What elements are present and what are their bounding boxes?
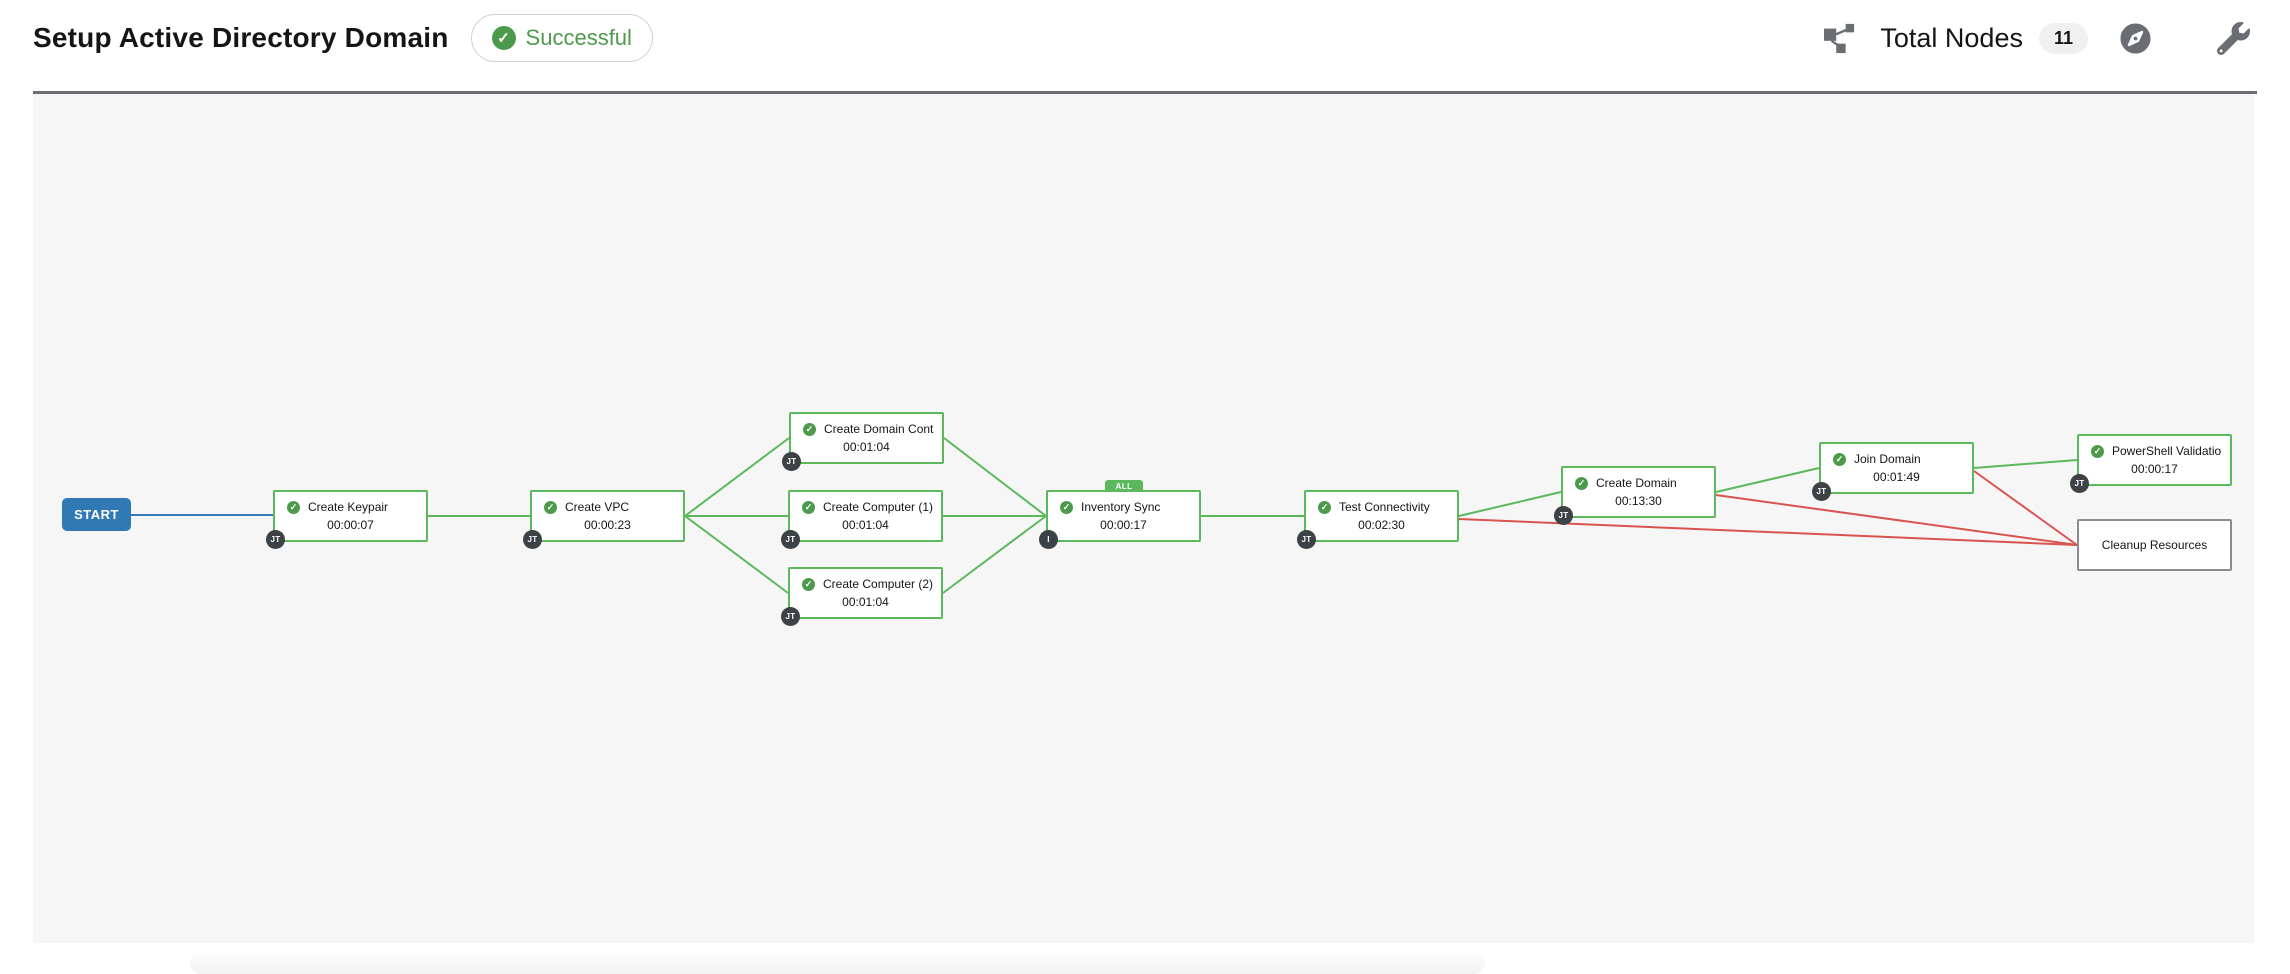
success-icon: ✓ xyxy=(2091,444,2104,458)
edge-vpc-computer2 xyxy=(684,515,789,594)
node-elapsed: 00:00:17 xyxy=(2131,462,2178,476)
node-elapsed: 00:02:30 xyxy=(1358,518,1405,532)
workflow-legend-icon[interactable] xyxy=(1824,22,1856,54)
node-test-connectivity[interactable]: ✓ Test Connectivity 00:02:30 JT xyxy=(1297,490,1459,549)
success-icon: ✓ xyxy=(803,422,816,436)
node-type-badge: I xyxy=(1039,530,1058,549)
edge-createdomain-joindomain xyxy=(1715,467,1820,493)
edge-vpc-domaincontroller xyxy=(684,437,790,517)
edge-testconnectivity-createdomain xyxy=(1458,491,1562,517)
node-elapsed: 00:13:30 xyxy=(1615,494,1662,508)
status-label: Successful xyxy=(525,25,632,50)
node-label: Create VPC xyxy=(565,500,630,514)
node-create-domain[interactable]: ✓ Create Domain 00:13:30 JT xyxy=(1554,466,1716,525)
convergence-label: ALL xyxy=(1105,480,1143,492)
node-elapsed: 00:01:04 xyxy=(842,595,889,609)
node-join-domain[interactable]: ✓ Join Domain 00:01:49 JT xyxy=(1812,442,1974,501)
node-create-domain-controller[interactable]: ✓ Create Domain Contr... 00:01:04 JT xyxy=(782,412,944,471)
node-elapsed: 00:00:23 xyxy=(584,518,631,532)
node-label: Test Connectivity xyxy=(1339,500,1430,514)
node-label: Cleanup Resources xyxy=(2101,538,2208,552)
success-icon: ✓ xyxy=(1575,476,1588,490)
edge-joindomain-powershellvalidation xyxy=(1973,459,2078,469)
node-create-vpc[interactable]: ✓ Create VPC 00:00:23 JT xyxy=(523,490,685,549)
node-label: PowerShell Validation xyxy=(2112,444,2222,458)
total-nodes-label: Total Nodes xyxy=(1880,22,2023,53)
success-icon: ✓ xyxy=(802,500,815,514)
node-elapsed: 00:01:04 xyxy=(843,440,890,454)
node-label: Create Computer (2) xyxy=(823,577,933,591)
status-badge: ✓ Successful xyxy=(470,14,653,62)
page-title: Setup Active Directory Domain xyxy=(33,22,449,53)
header: Setup Active Directory Domain ✓ Successf… xyxy=(33,8,2250,68)
node-type-badge: JT xyxy=(1554,506,1573,525)
success-icon: ✓ xyxy=(802,577,815,591)
node-type-badge: JT xyxy=(781,607,800,626)
total-nodes-count: 11 xyxy=(2038,22,2088,54)
start-node[interactable]: START xyxy=(62,498,131,531)
node-create-computer-2[interactable]: ✓ Create Computer (2) 00:01:04 JT xyxy=(781,567,943,626)
node-cleanup-resources[interactable]: Cleanup Resources xyxy=(2077,519,2232,571)
node-type-badge: JT xyxy=(2070,474,2089,493)
node-type-badge: JT xyxy=(781,530,800,549)
node-elapsed: 00:00:07 xyxy=(327,518,374,532)
node-type-badge: JT xyxy=(1297,530,1316,549)
node-elapsed: 00:00:17 xyxy=(1100,518,1147,532)
node-type-badge: JT xyxy=(1812,482,1831,501)
node-create-keypair[interactable]: ✓ Create Keypair 00:00:07 JT xyxy=(266,490,428,549)
workflow-edges xyxy=(131,437,2078,594)
success-icon: ✓ xyxy=(287,500,300,514)
success-icon: ✓ xyxy=(1060,500,1073,514)
node-type-badge: JT xyxy=(782,452,801,471)
edge-joindomain-cleanup xyxy=(1973,470,2078,546)
node-type-badge: JT xyxy=(523,530,542,549)
node-label: Join Domain xyxy=(1854,452,1921,466)
success-icon: ✓ xyxy=(544,500,557,514)
header-toolbar: Total Nodes 11 xyxy=(1824,21,2250,55)
edge-createdomain-cleanup xyxy=(1715,494,2078,546)
node-powershell-validation[interactable]: ✓ PowerShell Validation 00:00:17 JT xyxy=(2070,434,2232,493)
wrench-icon[interactable] xyxy=(2217,21,2250,55)
node-label: Create Keypair xyxy=(308,500,389,514)
node-elapsed: 00:01:49 xyxy=(1873,470,1920,484)
success-icon: ✓ xyxy=(1833,452,1846,466)
header-divider xyxy=(33,91,2257,94)
edge-domaincontroller-inventorysync xyxy=(943,437,1047,517)
compass-icon[interactable] xyxy=(2120,22,2151,54)
horizontal-scrollbar[interactable] xyxy=(190,951,1485,974)
node-create-computer-1[interactable]: ✓ Create Computer (1) 00:01:04 JT xyxy=(781,490,943,549)
node-label: Create Computer (1) xyxy=(823,500,933,514)
success-check-icon: ✓ xyxy=(491,26,516,50)
success-icon: ✓ xyxy=(1318,500,1331,514)
node-elapsed: 00:01:04 xyxy=(842,518,889,532)
node-label: Create Domain xyxy=(1596,476,1677,490)
node-label: Create Domain Contr... xyxy=(824,422,934,436)
node-type-badge: JT xyxy=(266,530,285,549)
edge-computer2-inventorysync xyxy=(942,515,1047,594)
node-label: Inventory Sync xyxy=(1081,500,1161,514)
workflow-canvas[interactable]: START ✓ Create Keypair 00:00:07 JT ✓ Cre… xyxy=(33,94,2254,943)
node-inventory-sync[interactable]: ALL ✓ Inventory Sync 00:00:17 I xyxy=(1039,480,1201,549)
